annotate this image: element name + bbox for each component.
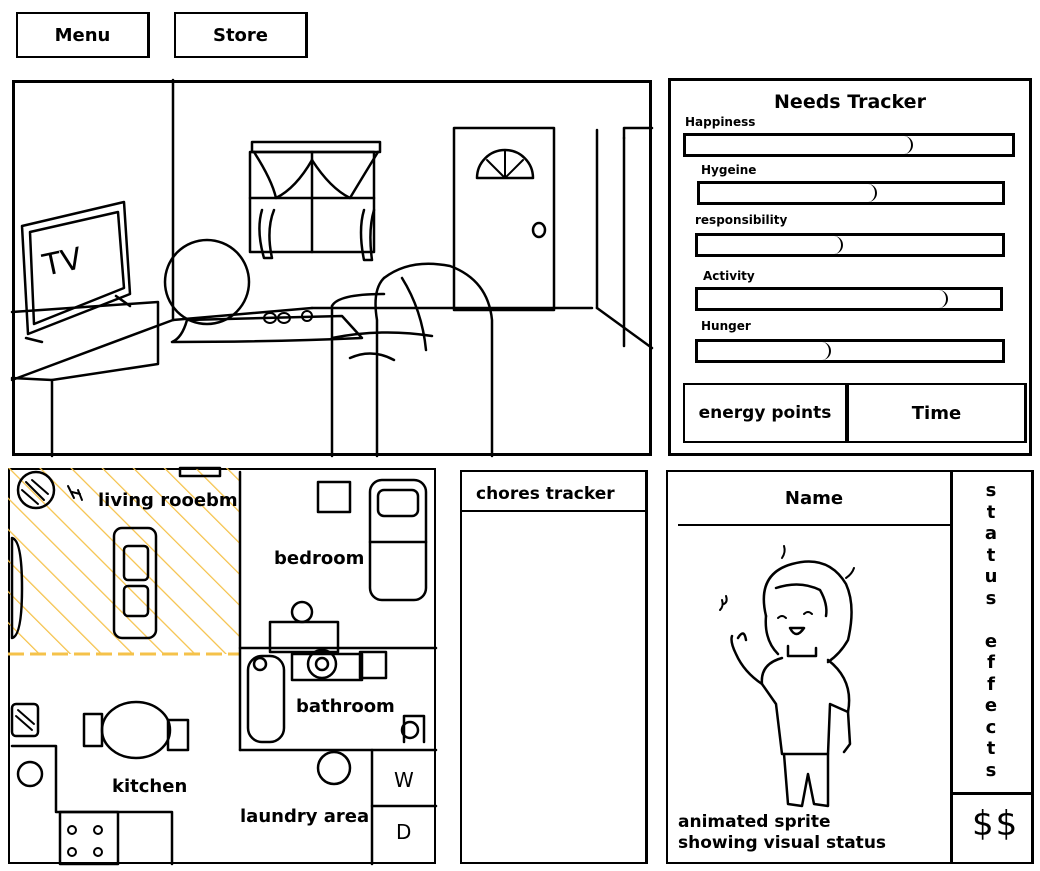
house-map[interactable]: living rooebm bedroom bathroom kitchen l… (8, 466, 438, 866)
happiness-fill (686, 136, 913, 154)
map-label-living-room[interactable]: living rooebm (98, 490, 238, 511)
scene-drawing (10, 78, 654, 458)
hygeine-bar (697, 181, 1005, 205)
energy-points-box: energy points (683, 383, 847, 443)
map-label-laundry[interactable]: laundry area (240, 806, 370, 827)
needs-tracker-panel: Needs Tracker Happiness Hygeine responsi… (668, 78, 1032, 456)
money-label: $$ (972, 804, 1020, 844)
responsibility-label: responsibility (695, 213, 788, 227)
hygeine-fill (700, 184, 878, 202)
washer-label: W (394, 768, 414, 792)
name-divider (678, 524, 950, 526)
sprite-caption-line-2: showing visual status (678, 833, 887, 853)
hunger-bar (695, 339, 1005, 363)
activity-fill (698, 290, 948, 308)
living-room-scene[interactable]: TV (10, 78, 654, 458)
map-label-kitchen[interactable]: kitchen (112, 776, 188, 797)
hunger-fill (698, 342, 831, 360)
money-divider (950, 792, 1031, 795)
activity-bar (695, 287, 1003, 311)
hygeine-label: Hygeine (701, 163, 757, 177)
time-box: Time (847, 383, 1027, 443)
responsibility-bar (695, 233, 1005, 257)
character-sprite (719, 545, 855, 808)
hunger-label: Hunger (701, 319, 751, 333)
needs-tracker-title: Needs Tracker (774, 91, 926, 113)
map-label-bedroom[interactable]: bedroom (274, 548, 365, 569)
happiness-label: Happiness (685, 115, 756, 129)
dryer-label: D (396, 820, 412, 844)
menu-button[interactable]: Menu (16, 12, 150, 58)
activity-label: Activity (703, 269, 755, 283)
character-name-label[interactable]: Name (784, 488, 844, 509)
chores-tracker-panel[interactable]: chores tracker (460, 470, 648, 864)
status-divider (950, 472, 953, 862)
sprite-caption-line-1: animated sprite (678, 812, 831, 832)
store-button[interactable]: Store (174, 12, 308, 58)
chores-divider (462, 510, 645, 512)
happiness-bar (683, 133, 1015, 157)
map-drawing (8, 466, 438, 866)
map-label-bathroom[interactable]: bathroom (296, 696, 395, 717)
chores-tracker-title: chores tracker (476, 484, 615, 504)
responsibility-fill (698, 236, 843, 254)
sprite-caption: animated sprite showing visual status (678, 812, 886, 854)
